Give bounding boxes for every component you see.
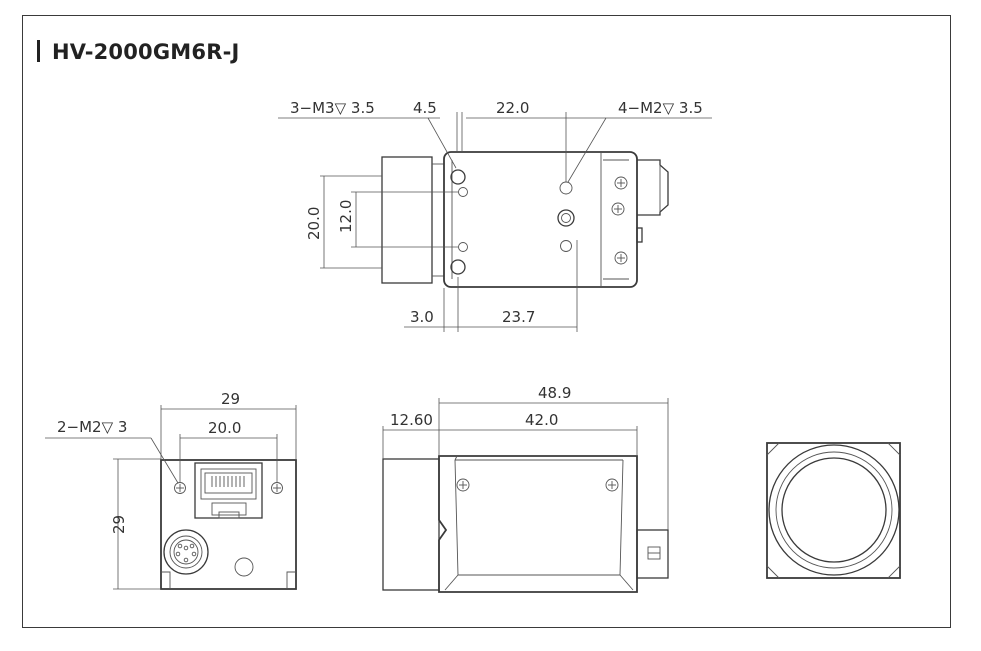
callout-4-m2: 4−M2▽ 3.5 [618,99,703,117]
top-view: 3−M3▽ 3.5 4.5 22.0 4−M2▽ 3.5 20.0 12.0 3… [278,99,712,332]
back-body-outline [160,459,297,590]
side-screw-right [605,478,619,492]
lens-mount-outer [768,444,900,576]
model-name: HV-2000GM6R-J [52,40,240,64]
dim-20-0-back: 20.0 [208,419,241,437]
dim-12-0: 12.0 [337,200,355,233]
dim-23-7: 23.7 [502,308,535,326]
side-connector [636,529,669,579]
front-body-outline [766,442,901,579]
title-bar [37,40,40,62]
lens-mount-inner [781,457,887,563]
dim-29-width: 29 [221,390,240,408]
back-hole-m2-right [271,482,283,494]
top-hole-m2-3 [559,181,573,195]
dim-22-0: 22.0 [496,99,529,117]
drawing-frame [22,15,951,628]
top-screws [611,176,628,265]
status-led [234,557,254,577]
top-lens-outline [381,156,433,284]
back-hole-m2-left [174,482,186,494]
dim-12-60: 12.60 [390,411,433,429]
dim-3-0: 3.0 [410,308,434,326]
side-body-outline [438,455,638,593]
io-connector [163,529,209,575]
ethernet-port [194,462,263,519]
top-body-outline [443,151,638,288]
dim-20-0: 20.0 [305,207,323,240]
dim-4-5: 4.5 [413,99,437,117]
top-hole-m2-2 [458,242,468,252]
top-hole-m3-1 [450,169,466,185]
top-hole-m2-1 [458,187,468,197]
top-hole-m2-4 [560,240,572,252]
dim-29-height: 29 [110,515,128,534]
top-connector [637,159,669,216]
dim-42-0: 42.0 [525,411,558,429]
dim-48-9: 48.9 [538,384,571,402]
page-title: HV-2000GM6R-J [37,40,240,64]
side-lens-outline [382,458,440,591]
callout-2-m2: 2−M2▽ 3 [57,418,127,436]
callout-3-m3: 3−M3▽ 3.5 [290,99,375,117]
side-view: 48.9 12.60 42.0 [382,384,669,593]
front-view [766,442,901,579]
top-hole-m3-2 [450,259,466,275]
top-hole-m3-3 [557,209,575,227]
back-view: 29 20.0 29 2−M2▽ 3 [45,390,297,590]
side-screw-left [456,478,470,492]
